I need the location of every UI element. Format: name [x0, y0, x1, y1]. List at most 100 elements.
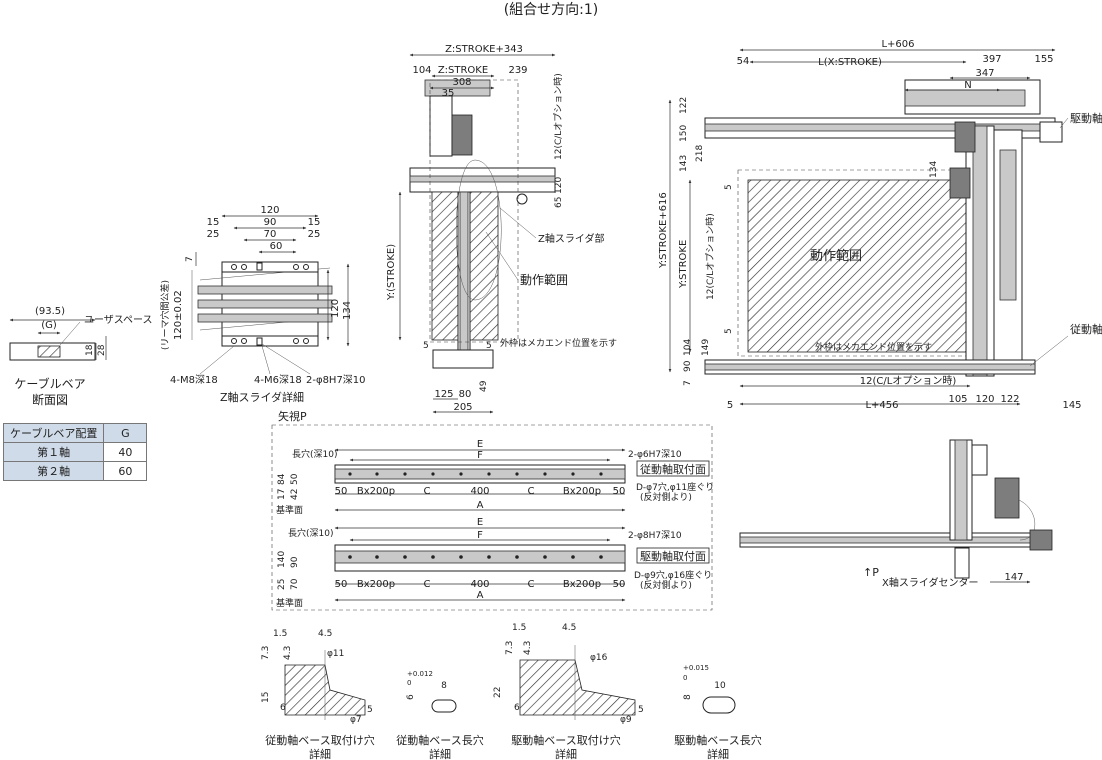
hole-8h7: 2-φ8H7深10	[306, 374, 366, 386]
dim-239: 239	[508, 65, 527, 76]
follower-note-1: D-φ7穴,φ11座ぐり	[636, 481, 714, 493]
ddh-5: 5	[638, 705, 644, 715]
view-p: 矢視P E F 長穴(深10) 2-φ6H7深10 84 50 17 42 50…	[271, 409, 714, 611]
dim-60: 60	[270, 241, 283, 252]
drive-dim-c-b: C	[528, 579, 535, 590]
dim-205: 205	[453, 402, 472, 413]
dfs-tol-plus: +0.012	[407, 670, 433, 678]
dim-g: (G)	[41, 320, 57, 331]
dfs-6: 6	[406, 694, 416, 700]
drive-pin: 2-φ8H7深10	[628, 530, 682, 541]
dim-z-stroke: Z:STROKE	[438, 65, 488, 76]
main-view: L+606 54 L(X:STROKE) 397 155 347 N Y:STR…	[658, 39, 1102, 411]
dim-cl-option-left: 12(C/Lオプション時)	[705, 213, 716, 300]
dim-122-bottom: 122	[1000, 394, 1019, 405]
dim-y-stroke-616: Y:STROKE+616	[658, 192, 669, 269]
dim-l-x-stroke: L(X:STROKE)	[818, 57, 882, 68]
dim-7: 7	[185, 256, 195, 262]
dim-104: 104	[412, 65, 431, 76]
dim-5-z-a: 5	[423, 341, 429, 351]
drive-mount-label: 駆動軸取付面	[640, 549, 706, 563]
dim-35: 35	[442, 88, 455, 99]
dim-28: 28	[97, 344, 107, 356]
ddh-6: 6	[514, 703, 520, 713]
main-motion-range	[747, 179, 967, 353]
dfh-caption-2: 詳細	[309, 747, 331, 760]
dim-149: 149	[701, 339, 711, 356]
dim-25-right: 25	[308, 229, 321, 240]
ddh-phi9: φ9	[620, 715, 632, 725]
drive-base-ref: 基準面	[276, 597, 303, 609]
dim-347: 347	[975, 68, 994, 79]
follower-dim-f: F	[477, 450, 483, 461]
drive-dim-70: 70	[290, 578, 300, 590]
dim-122-left: 122	[679, 97, 689, 114]
cable-bear-label: ケーブルベア	[14, 376, 85, 391]
dfs-caption-2: 詳細	[429, 747, 451, 760]
dds-caption-1: 駆動軸ベース長穴	[674, 733, 761, 747]
z-slider-part-label: Z軸スライダ部	[538, 232, 604, 245]
dim-54: 54	[737, 56, 750, 67]
side-view: ↑P X軸スライダセンター 147	[739, 439, 1053, 589]
ddh-4-3: 4.3	[523, 641, 533, 655]
view-p-title: 矢視P	[278, 409, 307, 423]
dim-z-stroke-343: Z:STROKE+343	[445, 44, 523, 55]
ddh-caption-2: 詳細	[555, 747, 577, 760]
dim-5-bottom: 5	[727, 400, 733, 411]
drive-axis-label: 駆動軸	[1070, 111, 1102, 125]
drive-dim-140: 140	[277, 551, 287, 568]
cable-bear-hatch	[37, 345, 61, 358]
dfh-4-5: 4.5	[318, 629, 332, 639]
follower-dim-50: 50	[290, 473, 300, 485]
row-axis-2: 第２軸	[2, 461, 105, 481]
dim-5-left-b: 5	[724, 328, 734, 334]
cable-bear-table: ケーブルベア配置 G 第１軸 40 第２軸 60	[2, 423, 148, 481]
dim-7-left: 7	[683, 380, 693, 386]
dim-49: 49	[479, 380, 489, 392]
header-layout: ケーブルベア配置	[2, 423, 105, 443]
dfh-1-5: 1.5	[273, 629, 287, 639]
detail-drive-slot: 8 +0.015 0 10 駆動軸ベース長穴 詳細	[674, 664, 761, 760]
drive-dim-50-a: 50	[335, 579, 348, 590]
dim-l-606: L+606	[881, 39, 914, 50]
follower-dim-400: 400	[470, 486, 489, 497]
header-g: G	[103, 423, 148, 443]
page-title: (組合せ方向:1)	[504, 2, 599, 18]
dim-cl-option-z: 12(C/Lオプション時)	[553, 73, 564, 160]
row-axis-1: 第１軸	[2, 442, 105, 462]
cable-bear-section: (93.5) (G) ユーザスペース 18 28 ケーブルベア 断面図	[9, 306, 153, 407]
dfh-15: 15	[261, 692, 271, 703]
drive-dim-50-b: 50	[613, 579, 626, 590]
dim-93-5: (93.5)	[35, 306, 65, 317]
z-slider-detail: 120 90 70 60 15 25 15 25 7 120 134 (リーマ穴…	[159, 205, 366, 404]
dim-cl-option-bottom: 12(C/Lオプション時)	[860, 375, 957, 387]
dim-120-side: 120	[330, 299, 341, 318]
row-axis-2-g: 60	[103, 461, 148, 481]
detail-drive-hole: 1.5 4.5 7.3 4.3 φ16 22 6 5 φ9 駆動軸ベース取付け穴…	[493, 623, 644, 760]
follower-dim-b200p-b: Bx200p	[563, 486, 601, 497]
drive-note-2: (反対側より)	[640, 579, 692, 591]
dds-10: 10	[714, 681, 726, 691]
dim-n: N	[964, 80, 971, 91]
ddh-phi16: φ16	[590, 653, 608, 663]
dim-105: 105	[948, 394, 967, 405]
dim-y-stroke-main: Y:STROKE	[678, 240, 689, 289]
ddh-4-5: 4.5	[562, 623, 576, 633]
dim-5-left-a: 5	[724, 184, 734, 190]
table-row: 第１軸 40	[2, 442, 148, 462]
dim-y-stroke: Y:(STROKE)	[386, 244, 397, 301]
dfh-phi7: φ7	[350, 715, 362, 725]
dim-147: 147	[1004, 572, 1023, 583]
ddh-22: 22	[493, 687, 503, 698]
dim-18: 18	[85, 344, 95, 356]
follower-note-2: (反対側より)	[640, 491, 692, 503]
dim-120-bottom: 120	[975, 394, 994, 405]
dds-tol-zero: 0	[683, 674, 687, 682]
dim-150: 150	[679, 125, 689, 142]
z-motion-range-label: 動作範囲	[520, 272, 568, 287]
follower-dim-50-a: 50	[335, 486, 348, 497]
dim-125: 125	[434, 389, 453, 400]
drive-dim-90: 90	[290, 556, 300, 568]
ddh-1-5: 1.5	[512, 623, 526, 633]
